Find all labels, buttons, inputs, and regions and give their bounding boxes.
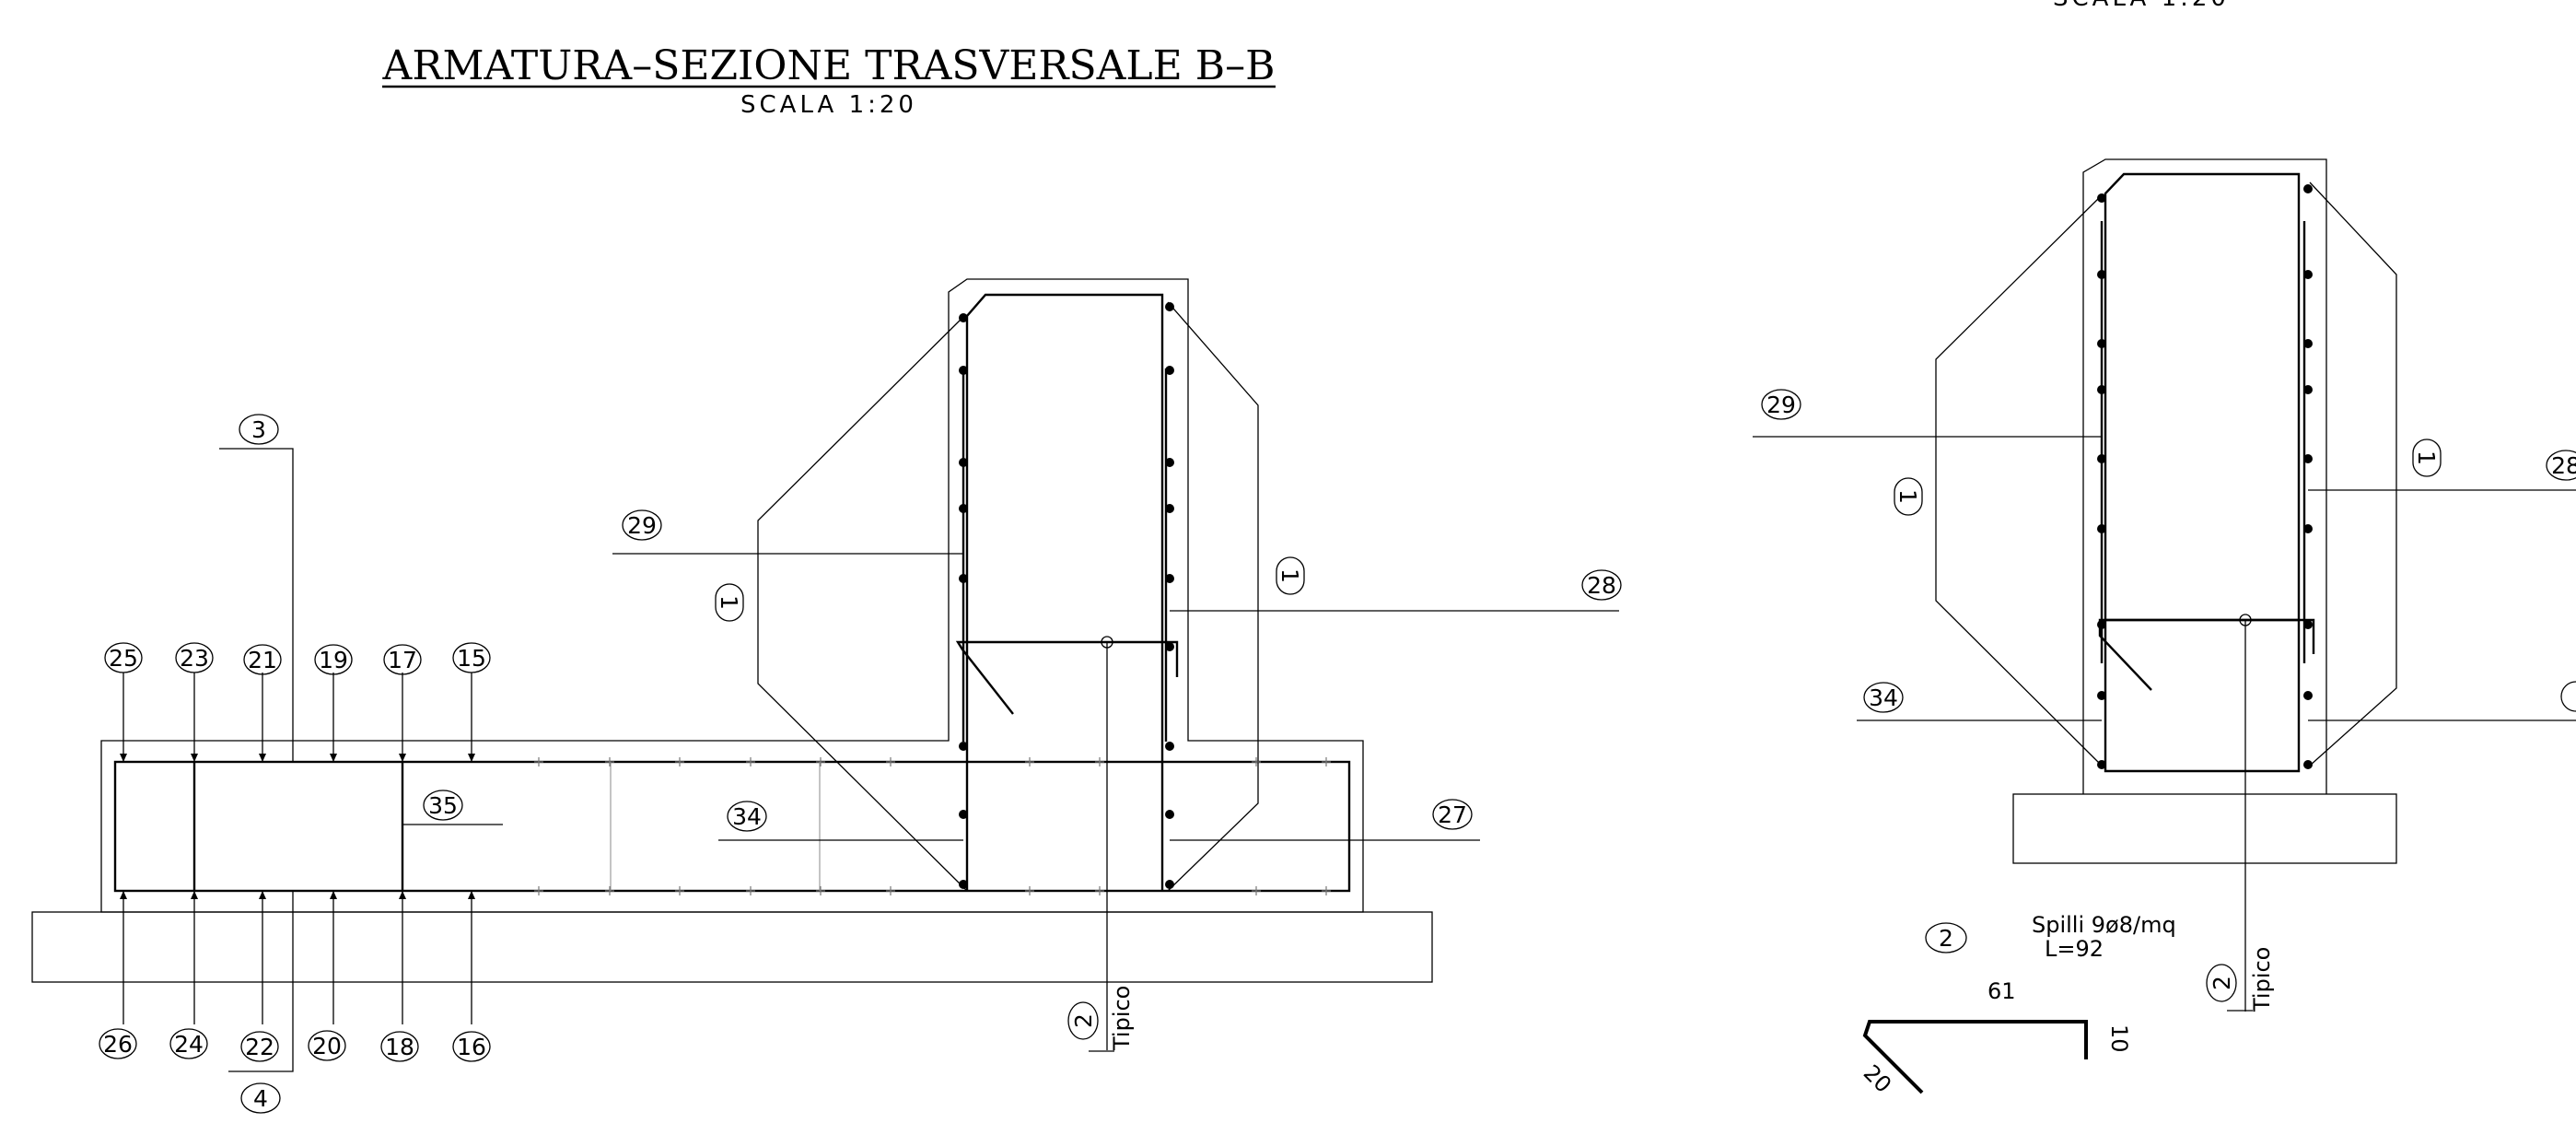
right-section: 29 28 34 1 1 2 Tipico: [1753, 158, 2576, 1012]
left-bottom-leaders: [122, 891, 472, 1024]
marker-17: 17: [383, 644, 422, 675]
marker-2-left: 2: [1067, 1001, 1099, 1040]
marker-1-left-a: 1: [715, 583, 744, 622]
svg-text:20: 20: [312, 1033, 342, 1059]
svg-text:1: 1: [2413, 450, 2440, 465]
svg-text:1: 1: [1894, 489, 1921, 504]
marker-25: 25: [104, 642, 143, 673]
spilli-shape: [1862, 1020, 2088, 1094]
marker-18: 18: [380, 1031, 419, 1062]
svg-text:2: 2: [1939, 925, 1953, 952]
left-blinding-slab: [31, 911, 1433, 983]
marker-24: 24: [169, 1028, 208, 1059]
spilli-marker: 2: [1925, 922, 1967, 953]
svg-text:17: 17: [388, 647, 417, 673]
marker-29-right: 29: [1761, 389, 1801, 420]
main-scale: SCALA 1:20: [740, 91, 917, 119]
marker-20: 20: [308, 1030, 346, 1061]
left-tie-hook: [955, 640, 1179, 715]
right-haunch-left: [1935, 194, 2103, 766]
spilli-line2: L=92: [2045, 936, 2104, 962]
left-wall-bars: [959, 302, 1174, 889]
left-base-cage: [113, 760, 1351, 893]
left-haunch-right: [1167, 301, 1259, 892]
marker-1-right-a: 1: [1894, 477, 1923, 516]
marker-19: 19: [314, 644, 353, 675]
leader-3: [219, 448, 294, 762]
right-haunch-right: [2309, 181, 2397, 766]
svg-text:22: 22: [245, 1034, 274, 1060]
right-blinding-slab: [2012, 793, 2397, 864]
marker-26: 26: [99, 1028, 137, 1059]
svg-text:21: 21: [248, 647, 277, 673]
marker-22: 22: [240, 1031, 279, 1062]
svg-text:1: 1: [1276, 568, 1303, 583]
svg-text:3: 3: [251, 416, 266, 443]
marker-21: 21: [243, 644, 282, 675]
left-section: 25 23 21 19 17 15 26 24 22 20 18 16 3 4 …: [31, 278, 1622, 1114]
tipico-left: Tipico: [1109, 986, 1135, 1051]
svg-text:2: 2: [2209, 976, 2235, 990]
svg-text:26: 26: [103, 1031, 133, 1058]
svg-text:19: 19: [319, 647, 348, 673]
marker-2-right: 2: [2206, 964, 2237, 1002]
svg-text:34: 34: [1869, 684, 1898, 711]
svg-text:23: 23: [180, 645, 209, 672]
marker-34-left: 34: [727, 801, 767, 832]
svg-text:28: 28: [2551, 452, 2576, 479]
svg-text:24: 24: [174, 1031, 204, 1058]
marker-3: 3: [239, 414, 279, 445]
svg-text:2: 2: [1070, 1013, 1097, 1028]
marker-cut-right: [2560, 681, 2576, 712]
left-concrete-outline: [100, 278, 1364, 913]
left-wall-stirrup: [965, 293, 1164, 891]
svg-text:18: 18: [385, 1034, 414, 1060]
svg-text:29: 29: [627, 512, 657, 539]
svg-text:1: 1: [716, 595, 742, 610]
svg-text:29: 29: [1766, 392, 1796, 418]
right-tie-hook: [2098, 618, 2315, 691]
spilli-dim-diag: 20: [1859, 1059, 1896, 1097]
marker-27-left: 27: [1432, 799, 1473, 830]
tipico-right: Tipico: [2249, 947, 2275, 1012]
marker-1-right-b: 1: [2412, 439, 2442, 477]
spilli-detail: 2 Spilli 9ø8/mq L=92 61 10 20: [1859, 912, 2176, 1098]
svg-text:35: 35: [428, 792, 458, 819]
svg-text:25: 25: [109, 645, 138, 672]
svg-text:16: 16: [457, 1034, 486, 1060]
leader-4: [228, 891, 294, 1072]
left-base-bar-ticks: [534, 757, 1331, 895]
marker-29-left: 29: [622, 509, 662, 541]
left-haunch-left: [757, 314, 968, 892]
left-top-leaders: [122, 673, 472, 762]
marker-23: 23: [175, 642, 214, 673]
spilli-dim-right: 10: [2106, 1024, 2132, 1053]
svg-text:15: 15: [457, 645, 486, 672]
left-top-arrowheads: [120, 754, 475, 762]
marker-28-right: 28: [2546, 450, 2576, 481]
spilli-line1: Spilli 9ø8/mq: [2032, 912, 2176, 938]
svg-text:4: 4: [253, 1085, 268, 1112]
marker-1-left-b: 1: [1276, 556, 1305, 595]
right-concrete-outline: [2082, 158, 2327, 794]
spilli-dim-top: 61: [1987, 978, 2016, 1004]
left-bottom-arrowheads: [120, 891, 475, 899]
marker-15: 15: [452, 642, 491, 673]
svg-text:27: 27: [1438, 801, 1467, 828]
svg-text:28: 28: [1587, 572, 1616, 599]
svg-text:34: 34: [732, 803, 762, 830]
marker-16: 16: [452, 1031, 491, 1062]
marker-28-left: 28: [1581, 569, 1622, 601]
right-wall-bars: [2097, 184, 2313, 769]
marker-34-right: 34: [1863, 682, 1904, 713]
right-wall-stirrup: [2104, 172, 2301, 773]
right-scale: SCALA 1:20: [2053, 0, 2230, 12]
marker-4: 4: [240, 1082, 281, 1114]
main-title: ARMATURA–SEZIONE TRASVERSALE B–B: [382, 42, 1276, 89]
marker-35: 35: [423, 790, 463, 821]
